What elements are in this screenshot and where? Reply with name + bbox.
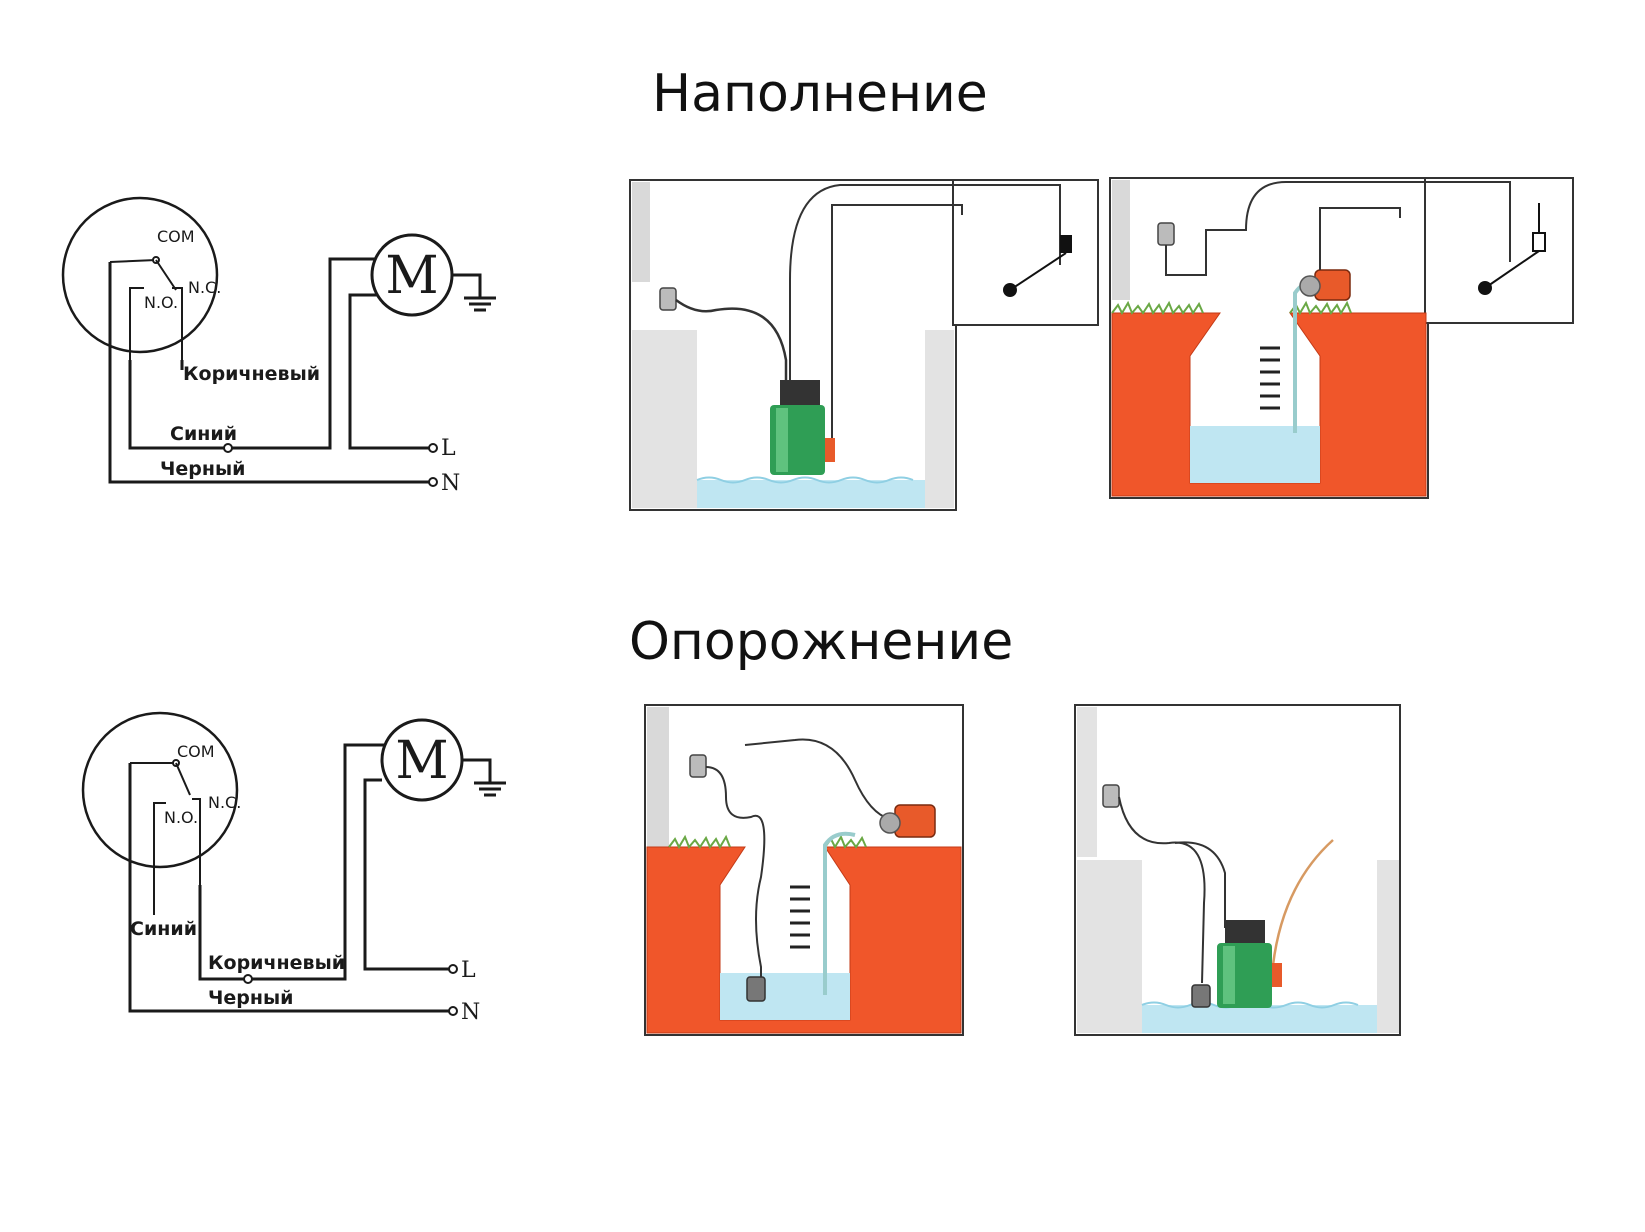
wire-label-blue: Синий (130, 918, 197, 940)
grass (668, 834, 867, 850)
tank-wall-left (1077, 860, 1142, 1033)
black-wire (108, 262, 430, 484)
wall-left (1112, 180, 1130, 300)
terminal-n (448, 1006, 458, 1016)
pipe (823, 831, 856, 995)
pump-cable (1165, 181, 1511, 276)
float-cable (1118, 796, 1206, 984)
wire-label-blue: Синий (170, 423, 237, 445)
wire-label-brown: Коричневый (183, 363, 320, 385)
switch-lever (175, 762, 191, 796)
black-wire (128, 763, 450, 1013)
motor-label: M (385, 246, 438, 306)
pit-water (1190, 426, 1320, 483)
motor-l-wire (348, 293, 430, 450)
illustration-drain-tank (1074, 704, 1401, 1036)
pump-icon (1299, 269, 1351, 301)
tank-wall-right (925, 330, 954, 508)
soil (1111, 312, 1427, 497)
float-lever-icon (1478, 203, 1546, 295)
no-contact (129, 287, 144, 360)
terminal-l (428, 443, 438, 453)
brown-junction (243, 974, 253, 984)
float-switch-icon (659, 287, 677, 311)
illustration-drain-pit (644, 704, 964, 1036)
ground-icon (462, 758, 506, 797)
pump-icon (1217, 920, 1282, 1008)
terminal-n-label: N (461, 1000, 480, 1025)
com-label: COM (157, 227, 195, 246)
pit-water (720, 973, 850, 1020)
float-switch-icon (689, 754, 707, 778)
section-title-drain: Опорожнение (629, 612, 1014, 672)
terminal-l (448, 964, 458, 974)
float-switch-box (952, 179, 1099, 326)
floating-switch-in-tank (1191, 984, 1211, 1008)
switch-com-lead (109, 259, 157, 263)
motor-label: M (395, 731, 448, 791)
terminal-n (428, 477, 438, 487)
pump-cable (789, 184, 1061, 400)
brown-wire (198, 743, 386, 981)
pump-icon (879, 804, 936, 838)
tank-wall-left (632, 330, 697, 508)
water (1142, 1005, 1377, 1033)
switch-lever (155, 259, 177, 291)
illustration-fill-tank (629, 179, 1099, 511)
wiring-diagram-drain: COM N.O. N.C. L N M Синий Коричневый Чер… (81, 711, 506, 1025)
wall-left (632, 182, 650, 282)
floating-switch-in-pit (746, 976, 766, 1002)
float-cable (705, 766, 766, 987)
nc-label: N.C. (188, 278, 221, 297)
wire-label-brown: Коричневый (208, 952, 345, 974)
soil (646, 846, 962, 1034)
section-title-fill: Наполнение (652, 64, 988, 124)
float-switch-icon (1102, 784, 1120, 808)
nc-label: N.C. (208, 793, 241, 812)
blue-wire (128, 257, 376, 450)
terminal-n-label: N (441, 471, 460, 496)
wiring-diagram-fill: COM N.O. N.C. L N M Коричневый Синий Чер… (61, 196, 496, 496)
float-cable (675, 298, 788, 440)
wire-label-black: Черный (160, 458, 245, 480)
terminal-l-label: L (441, 436, 456, 461)
grass (1111, 300, 1352, 316)
nc-contact (192, 798, 201, 885)
illustration-fill-pit (1109, 177, 1574, 499)
float-switch-circle (81, 711, 239, 869)
pump-icon (770, 380, 835, 475)
ground-icon (452, 273, 496, 312)
water-surface (696, 476, 914, 484)
level-marks (790, 885, 810, 949)
water (697, 480, 925, 508)
wall-left (1077, 707, 1097, 857)
pump-cable (1174, 841, 1226, 928)
no-label: N.O. (164, 808, 198, 827)
tank-wall-right (1377, 860, 1399, 1033)
terminal-l-label: L (461, 958, 476, 983)
float-switch-icon (1157, 222, 1175, 246)
blue-junction (223, 443, 233, 453)
wire-label-black: Черный (208, 987, 293, 1009)
outlet-hose (1271, 839, 1334, 966)
float-switch-box (1424, 177, 1574, 324)
no-contact (153, 802, 166, 915)
motor-l-wire (363, 778, 450, 971)
outlet-pipe (1319, 207, 1401, 270)
outlet-hose (831, 204, 963, 450)
no-label: N.O. (144, 293, 178, 312)
wall-left (647, 707, 669, 847)
float-switch-circle (61, 196, 219, 354)
float-lever-icon (1003, 235, 1072, 297)
nc-contact (172, 287, 183, 360)
level-marks (1260, 346, 1280, 410)
com-label: COM (177, 742, 215, 761)
